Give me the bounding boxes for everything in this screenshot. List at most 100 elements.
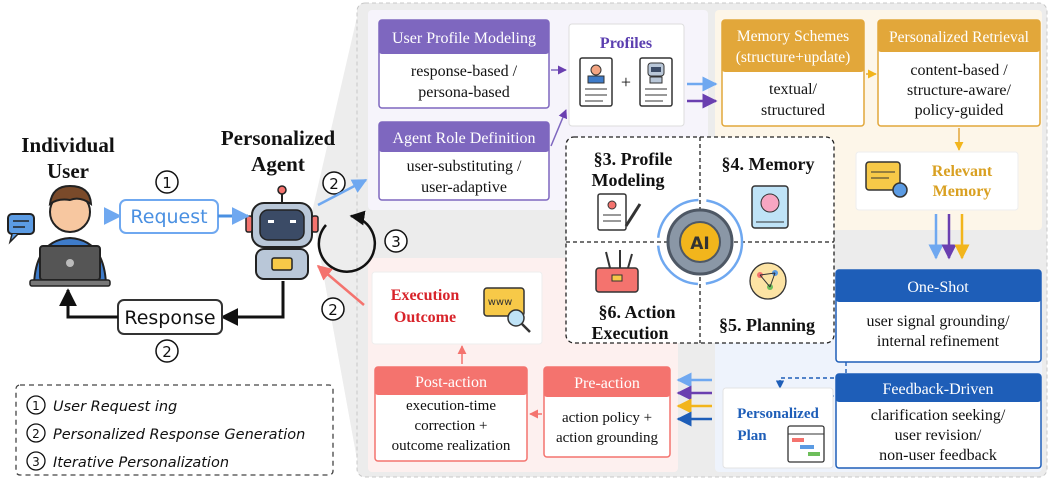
svg-text:Personalized Response Generati: Personalized Response Generation	[53, 427, 305, 443]
oneshot-to-plan-arrow	[775, 362, 847, 389]
section5-label: §5. Planning	[719, 315, 815, 335]
step3-marker: 3	[384, 229, 408, 253]
svg-text:outcome realization: outcome realization	[392, 438, 511, 454]
svg-text:User Profile Modeling: User Profile Modeling	[392, 30, 536, 47]
toolbox-icon	[595, 250, 639, 293]
response-to-user-arrow	[59, 288, 118, 319]
svg-text:Modeling: Modeling	[591, 170, 664, 190]
svg-text:www: www	[488, 297, 513, 308]
section6-label: §6. Action Execution	[591, 302, 675, 343]
svg-text:user revision/: user revision/	[895, 427, 982, 444]
svg-text:action grounding: action grounding	[556, 430, 659, 446]
svg-text:policy-guided: policy-guided	[915, 102, 1004, 119]
svg-text:Agent: Agent	[251, 152, 305, 176]
robot-card-icon	[639, 57, 673, 107]
svg-text:Personalized: Personalized	[737, 406, 819, 422]
svg-text:user signal grounding/: user signal grounding/	[866, 313, 1010, 330]
individual-user-label: Individual User	[21, 133, 115, 183]
svg-text:2: 2	[329, 175, 339, 193]
svg-text:user-substituting /: user-substituting /	[407, 158, 522, 175]
svg-text:Plan: Plan	[737, 428, 767, 444]
agent-response-arrow	[220, 281, 285, 326]
step1-marker: 1	[155, 170, 179, 194]
svg-text:1: 1	[162, 174, 172, 192]
section3-label: §3. Profile Modeling	[591, 149, 672, 190]
svg-text:1: 1	[32, 399, 40, 413]
robot-icon	[245, 185, 319, 280]
svg-text:clarification seeking/: clarification seeking/	[871, 407, 1006, 424]
svg-text:Agent Role Definition: Agent Role Definition	[392, 130, 535, 147]
resume-icon	[579, 57, 613, 107]
svg-text:structured: structured	[761, 102, 825, 119]
step2-marker-top: 2	[322, 171, 346, 195]
svg-text:AI: AI	[690, 234, 709, 254]
relevant-memory-icon	[865, 161, 908, 198]
user-profile-modeling-card: User Profile Modeling response-based / p…	[378, 19, 550, 109]
response-label: Response	[124, 307, 215, 329]
svg-text:Iterative Personalization: Iterative Personalization	[53, 455, 229, 471]
step2-marker-bottom: 2	[155, 339, 179, 363]
svg-text:One-Shot: One-Shot	[907, 279, 969, 296]
funnel-shape	[312, 4, 360, 476]
svg-text:execution-time: execution-time	[406, 398, 496, 414]
section4-label: §4. Memory	[722, 154, 815, 174]
svg-text:(structure+update): (structure+update)	[736, 49, 851, 66]
network-brain-icon	[749, 262, 787, 300]
svg-text:Post-action: Post-action	[415, 374, 487, 391]
svg-text:Memory: Memory	[933, 183, 992, 200]
svg-text:Profiles: Profiles	[600, 35, 652, 52]
chat-icon	[7, 213, 35, 245]
pre-action-card: Pre-action action policy + action ground…	[543, 366, 671, 458]
personalized-agent-label: Personalized Agent	[221, 126, 336, 176]
gantt-icon	[787, 425, 825, 463]
svg-text:Execution: Execution	[391, 287, 460, 304]
svg-text:2: 2	[32, 427, 40, 441]
agent-role-to-profiles-arrow	[550, 109, 568, 147]
profile-sheet-icon	[597, 193, 642, 231]
svg-text:User: User	[47, 159, 89, 183]
gear-ai-icon: AI	[656, 198, 744, 286]
legend-item-3: 3 Iterative Personalization	[26, 451, 229, 471]
svg-text:Outcome: Outcome	[394, 309, 456, 326]
svg-text:3: 3	[391, 233, 401, 251]
svg-text:user-adaptive: user-adaptive	[421, 179, 507, 196]
plus-sign: +	[621, 72, 631, 92]
svg-text:3: 3	[32, 455, 40, 469]
svg-text:non-user feedback: non-user feedback	[879, 447, 997, 464]
svg-text:§6. Action: §6. Action	[598, 302, 675, 322]
svg-text:Feedback-Driven: Feedback-Driven	[882, 381, 993, 398]
browser-search-icon: www	[483, 287, 531, 333]
post-action-card: Post-action execution-time correction + …	[374, 366, 528, 462]
svg-text:Memory Schemes: Memory Schemes	[737, 28, 849, 45]
agent-to-profile-arrow	[317, 178, 368, 207]
svg-text:2: 2	[162, 343, 172, 361]
svg-text:Personalized Retrieval: Personalized Retrieval	[889, 29, 1029, 46]
svg-text:response-based /: response-based /	[411, 63, 518, 80]
outcome-to-agent-arrow	[316, 265, 365, 306]
svg-text:User Request ing: User Request ing	[53, 399, 177, 415]
agent-role-definition-card: Agent Role Definition user-substituting …	[378, 121, 550, 201]
brain-book-icon	[751, 185, 789, 229]
legend-item-1: 1 User Request ing	[26, 395, 177, 415]
iterative-loop-arrow	[317, 210, 377, 273]
svg-text:action policy +: action policy +	[562, 410, 652, 426]
svg-text:structure-aware/: structure-aware/	[907, 82, 1011, 99]
svg-text:Relevant: Relevant	[932, 163, 993, 180]
svg-text:internal refinement: internal refinement	[877, 333, 1000, 350]
svg-text:correction +: correction +	[414, 418, 487, 434]
svg-text:§3. Profile: §3. Profile	[594, 149, 673, 169]
legend-item-2: 2 Personalized Response Generation	[26, 423, 305, 443]
user-laptop-icon	[29, 184, 111, 287]
one-shot-card: One-Shot user signal grounding/ internal…	[835, 269, 1042, 363]
request-label: Request	[130, 206, 207, 228]
personalized-retrieval-card: Personalized Retrieval content-based / s…	[877, 19, 1041, 127]
step2-marker-mid: 2	[321, 297, 345, 321]
svg-text:persona-based: persona-based	[418, 84, 510, 101]
svg-text:content-based /: content-based /	[910, 62, 1008, 79]
svg-text:Individual: Individual	[21, 133, 115, 157]
svg-text:Personalized: Personalized	[221, 126, 336, 150]
svg-text:textual/: textual/	[769, 81, 818, 98]
feedback-driven-card: Feedback-Driven clarification seeking/ u…	[835, 373, 1042, 469]
svg-text:Execution: Execution	[591, 323, 668, 343]
memory-schemes-card: Memory Schemes (structure+update) textua…	[721, 19, 865, 127]
